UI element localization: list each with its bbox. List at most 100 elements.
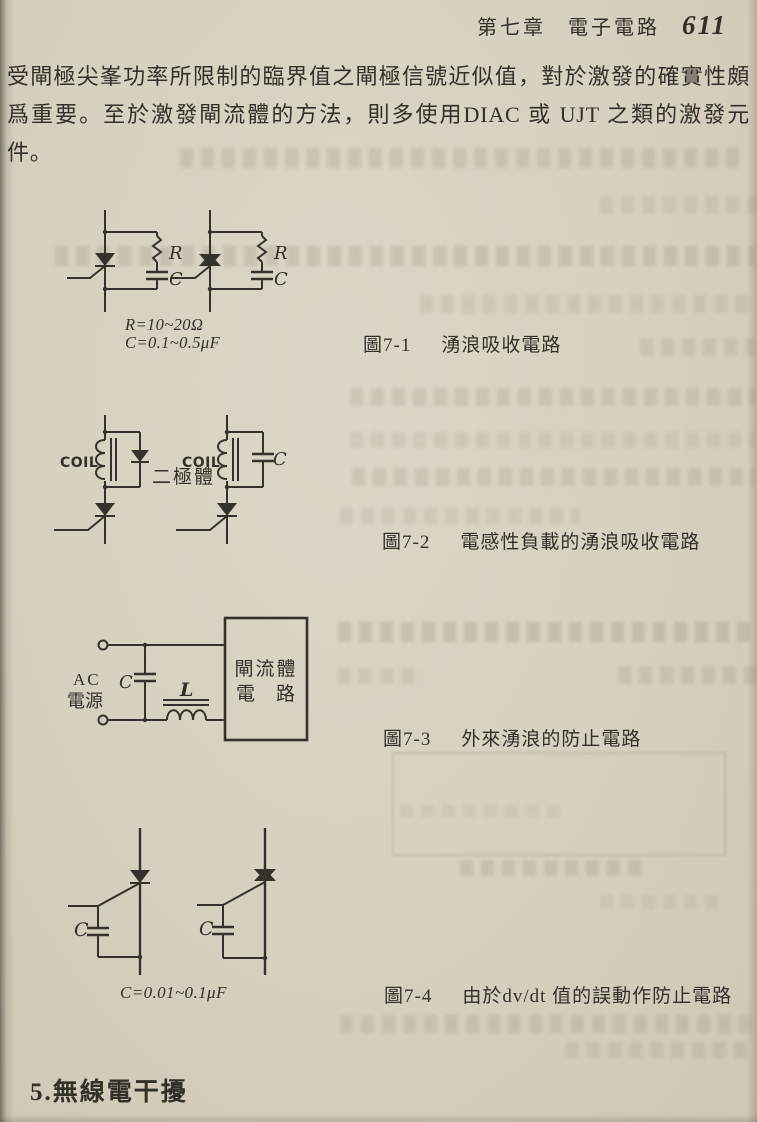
figure-7-3-circuit: AC 電源 C L 閘流體 電 路 — [67, 616, 309, 742]
bleedthrough-text — [338, 622, 756, 642]
paragraph-line: 受閘極尖峯功率所限制的臨界值之閘極信號近似值，對於激發的確實性頗 — [7, 64, 750, 89]
scan-edge-shadow-right — [747, 0, 757, 1122]
bleedthrough-text — [340, 1015, 757, 1033]
bleedthrough-text — [338, 668, 423, 684]
branch-top — [105, 431, 141, 450]
capacitor-label: C — [274, 269, 288, 290]
junction-dot — [102, 286, 108, 292]
bleedthrough-text — [180, 148, 745, 168]
figure-7-1-circuit-scr: R C — [67, 210, 183, 312]
capacitor-label: C — [74, 919, 89, 941]
triac-symbol — [253, 868, 277, 882]
gate-lead — [172, 265, 211, 279]
figure-title: 外來湧浪的防止電路 — [461, 729, 642, 750]
branch-bottom — [105, 462, 141, 488]
figure-7-1-caption: 圖7-1 湧浪吸收電路 — [363, 330, 561, 357]
capacitor-symbol — [249, 270, 275, 281]
thyristor-circuit-box — [223, 616, 309, 742]
junction-dot — [137, 954, 143, 960]
bleedthrough-text — [55, 246, 755, 266]
scr-symbol — [94, 252, 116, 267]
junction-dot — [102, 429, 108, 435]
branch-bottom — [227, 461, 264, 488]
figure-number: 圖7-1 — [363, 335, 412, 356]
bleedthrough-text — [618, 666, 757, 684]
figure-number: 圖7-4 — [384, 986, 433, 1007]
figure-7-4-circuit-triac: C — [197, 828, 277, 975]
scr-symbol — [129, 869, 151, 884]
figure-7-4-value: C=0.01~0.1μF — [120, 984, 227, 1002]
bleedthrough-figure — [392, 752, 726, 856]
scr-symbol — [216, 502, 238, 517]
junction-dot — [207, 286, 213, 292]
capacitor-label: C — [119, 672, 133, 693]
capacitor-branch-bottom — [97, 935, 140, 958]
junction-dot — [102, 229, 108, 235]
diode-label: 二極體 — [152, 467, 216, 488]
terminal-top — [97, 639, 109, 651]
figure-7-2-circuit-capacitor: COIL C — [176, 415, 287, 544]
coil-symbol — [95, 437, 117, 482]
terminal-bottom — [97, 714, 109, 726]
scr-symbol — [94, 502, 116, 517]
bleedthrough-text — [640, 338, 755, 356]
junction-dot — [102, 484, 108, 490]
bleedthrough-text — [340, 508, 580, 524]
junction-dot — [262, 955, 268, 961]
triac-symbol — [198, 253, 222, 267]
figure-7-4-circuit-scr: C — [68, 828, 151, 975]
capacitor-symbol — [85, 926, 111, 937]
bleedthrough-text — [600, 895, 720, 909]
figure-number: 圖7-2 — [382, 532, 431, 553]
capacitor-value: C=0.1~0.5μF — [125, 332, 221, 352]
figure-7-2-circuit-diode: COIL — [54, 415, 150, 544]
figure-title: 由於dv/dt 值的誤動作防止電路 — [462, 986, 733, 1007]
gate-lead — [197, 881, 266, 906]
figure-title: 電感性負載的湧浪吸收電路 — [460, 532, 701, 553]
bleedthrough-text — [566, 1042, 756, 1058]
junction-dot — [224, 429, 230, 435]
snubber-branch-top — [210, 231, 263, 236]
capacitor-branch-bottom — [222, 934, 265, 959]
capacitor-symbol — [210, 925, 236, 936]
figure-7-4-caption: 圖7-4 由於dv/dt 值的誤動作防止電路 — [384, 981, 732, 1008]
bleedthrough-text — [600, 196, 757, 214]
capacitor-label: C — [169, 269, 183, 290]
body-paragraph: 受閘極尖峯功率所限制的臨界值之閘極信號近似值，對於激發的確實性頗 爲重要。至於激… — [7, 58, 750, 172]
junction-dot — [224, 484, 230, 490]
page-header: 第七章 電子電路 611 — [477, 10, 727, 41]
coil-symbol — [217, 437, 239, 482]
figure-7-1-values: R=10~20Ω C=0.1~0.5μF — [125, 316, 220, 351]
bleedthrough-text — [420, 295, 755, 313]
gate-lead — [68, 882, 141, 907]
bleedthrough-text — [460, 860, 645, 876]
inductor-symbol — [166, 709, 207, 721]
capacitor-label: C — [199, 918, 214, 940]
junction-dot — [207, 229, 213, 235]
resistor-label: R — [168, 243, 183, 264]
figure-7-3-caption: 圖7-3 外來湧浪的防止電路 — [383, 724, 641, 751]
figure-title: 湧浪吸收電路 — [441, 335, 562, 356]
scan-edge-shadow-left — [0, 0, 14, 1122]
resistor-symbol — [152, 235, 162, 263]
box-label-line1: 閘流體 — [234, 658, 297, 680]
gate-lead — [67, 265, 106, 279]
box-label-line2: 電 路 — [236, 683, 296, 705]
snubber-branch-top — [105, 231, 158, 236]
figure-7-1-circuit-triac: R C — [172, 210, 288, 312]
chapter-label: 第七章 — [476, 17, 546, 39]
diode-symbol — [130, 449, 150, 463]
scan-edge-shadow-bottom — [0, 1114, 757, 1122]
coil-label: COIL — [60, 455, 98, 471]
capacitor-symbol — [132, 672, 158, 683]
snubber-branch-bottom — [105, 262, 158, 290]
figure-7-2-caption: 圖7-2 電感性負載的湧浪吸收電路 — [382, 527, 700, 554]
bleedthrough-text — [350, 388, 755, 406]
capacitor-value: C=0.01~0.1μF — [120, 983, 227, 1002]
snubber-branch-bottom — [210, 262, 263, 290]
section-heading: 5.無線電干擾 — [30, 1079, 188, 1106]
inductor-label: L — [179, 679, 193, 701]
resistor-value: R=10~20Ω — [125, 315, 204, 334]
ac-source-label-line1: AC — [73, 670, 101, 689]
